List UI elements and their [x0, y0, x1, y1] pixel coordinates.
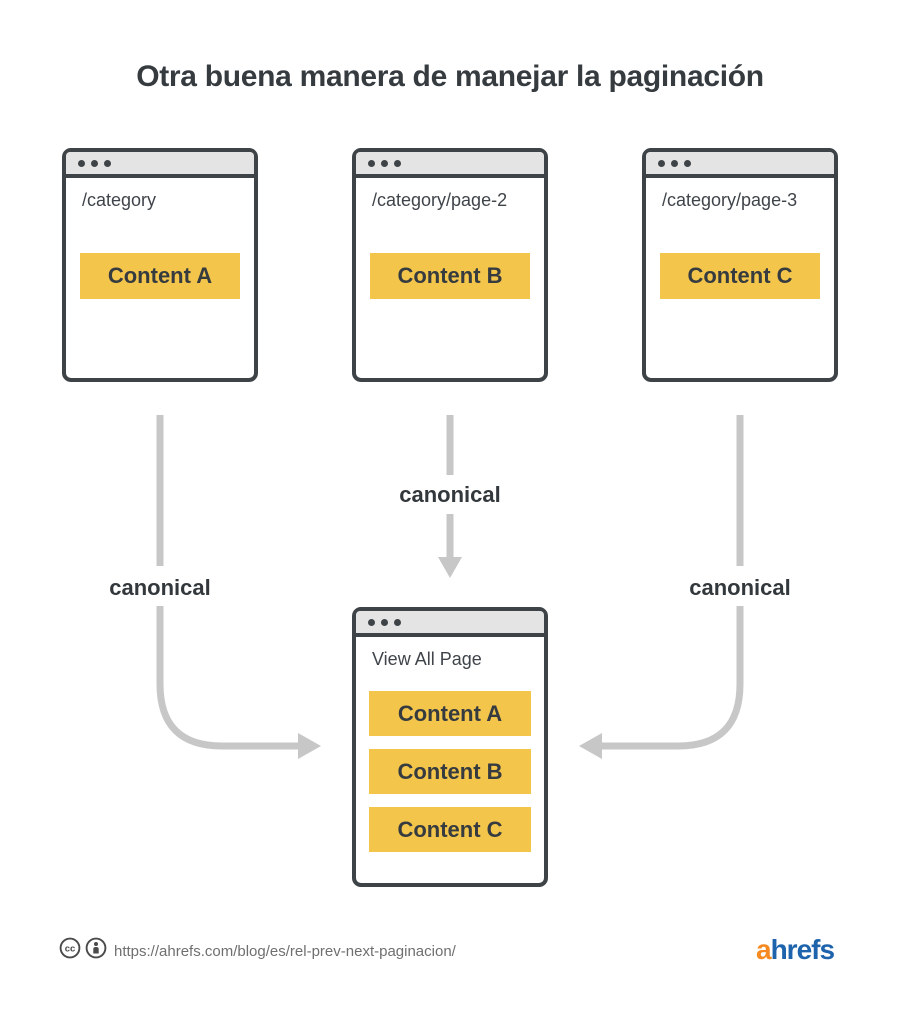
- content-box-c: Content C: [660, 253, 820, 299]
- arrowhead-left-icon: [579, 733, 602, 759]
- arrowhead-down-icon: [438, 557, 462, 578]
- view-all-content-box-b: Content B: [369, 749, 531, 794]
- window-dot: [381, 618, 388, 626]
- view-all-page-title: View All Page: [372, 649, 482, 669]
- canonical-label-left: canonical: [109, 575, 211, 600]
- svg-text:cc: cc: [65, 943, 76, 954]
- ahrefs-logo: ahrefs: [756, 934, 835, 966]
- window-titlebar: [356, 611, 544, 637]
- view-all-content-box-a: Content A: [369, 691, 531, 736]
- window-url: /category/page-2: [372, 190, 508, 210]
- window-url: /category: [82, 190, 157, 210]
- content-box-b: Content B: [370, 253, 530, 299]
- browser-window-view-all: View All Page Content A Content B Conten…: [352, 607, 548, 887]
- window-dot: [368, 618, 375, 626]
- content-box-a: Content A: [80, 253, 240, 299]
- window-dot: [671, 159, 678, 167]
- window-dot: [394, 618, 401, 626]
- window-dot: [91, 159, 98, 167]
- browser-window-page2: /category/page-2 Content B: [352, 148, 548, 382]
- window-titlebar: [646, 152, 834, 178]
- window-dot: [658, 159, 665, 167]
- window-titlebar: [66, 152, 254, 178]
- window-dot: [368, 159, 375, 167]
- window-dot: [684, 159, 691, 167]
- window-dot: [381, 159, 388, 167]
- window-url: /category/page-3: [662, 190, 798, 210]
- attribution-icon: [85, 937, 107, 959]
- browser-window-category: /category Content A: [62, 148, 258, 382]
- ahrefs-logo-a: a: [756, 934, 772, 965]
- canonical-label-right: canonical: [689, 575, 791, 600]
- arrowhead-right-icon: [298, 733, 321, 759]
- ahrefs-logo-hrefs: hrefs: [770, 934, 835, 965]
- footer: cc https://ahrefs.com/blog/es/rel-prev-n…: [0, 931, 900, 965]
- window-dot: [104, 159, 111, 167]
- source-url: https://ahrefs.com/blog/es/rel-prev-next…: [114, 943, 456, 960]
- view-all-content-box-c: Content C: [369, 807, 531, 852]
- canonical-label-center: canonical: [399, 482, 501, 507]
- browser-window-page3: /category/page-3 Content C: [642, 148, 838, 382]
- page-title: Otra buena manera de manejar la paginaci…: [136, 60, 764, 93]
- window-dot: [78, 159, 85, 167]
- window-titlebar: [356, 152, 544, 178]
- license-icons: cc: [59, 937, 107, 959]
- cc-icon: cc: [59, 937, 81, 959]
- window-dot: [394, 159, 401, 167]
